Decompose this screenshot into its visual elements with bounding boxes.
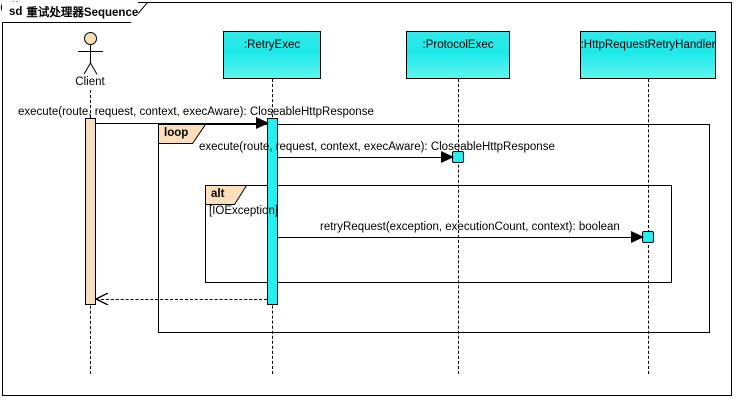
- message-label-execute-protocol: execute(route, request, context, execAwa…: [199, 141, 555, 153]
- fragment-loop-label: loop: [164, 127, 189, 139]
- frame-title-text: 重试处理器Sequence: [26, 7, 139, 19]
- participant-label-retryexec: :RetryExec: [243, 39, 301, 51]
- message-label-execute-client: execute(route, request, context, execAwa…: [18, 106, 374, 118]
- message-line-return-client: [96, 299, 267, 300]
- fragment-loop-tab-shape: [158, 124, 206, 144]
- message-arrowhead-execute-client: [256, 117, 269, 129]
- fragment-loop: [158, 124, 710, 333]
- activation-bar-client: [85, 118, 96, 305]
- fragment-alt-tab-shape: [205, 185, 247, 205]
- participant-label-protocolexec: :ProtocolExec: [422, 39, 494, 51]
- participant-label-httprequestretryhandler: :HttpRequestRetryHandler: [580, 39, 716, 51]
- client-actor-body: [90, 45, 92, 64]
- lifeline-httprequestretryhandler: [648, 79, 649, 374]
- activation-bar-retryexec: [267, 118, 278, 305]
- message-arrowhead-return-client: [95, 293, 109, 305]
- participant-box-retryexec[interactable]: :RetryExec: [223, 31, 321, 79]
- message-line-execute-client: [96, 123, 267, 124]
- message-arrowhead-execute-protocol: [441, 151, 454, 163]
- avatar-client-head: [84, 32, 97, 45]
- participant-box-protocolexec[interactable]: :ProtocolExec: [406, 31, 510, 79]
- message-label-retryrequest: retryRequest(exception, executionCount, …: [320, 221, 620, 233]
- message-arrowhead-retryrequest: [631, 231, 644, 243]
- message-line-retryrequest: [278, 237, 642, 238]
- frame-keyword: sd: [9, 6, 23, 18]
- fragment-alt-guard: [IOException]: [209, 205, 279, 217]
- lifeline-protocolexec: [458, 79, 459, 374]
- client-actor-arms: [78, 51, 103, 53]
- fragment-alt-label: alt: [211, 188, 225, 200]
- frame-title: sd 重试处理器Sequence: [2, 2, 139, 22]
- participant-box-httprequestretryhandler[interactable]: :HttpRequestRetryHandler: [580, 31, 716, 79]
- participant-label-client: Client: [75, 76, 105, 88]
- fragment-alt: [205, 185, 672, 283]
- message-line-execute-protocol: [278, 157, 452, 158]
